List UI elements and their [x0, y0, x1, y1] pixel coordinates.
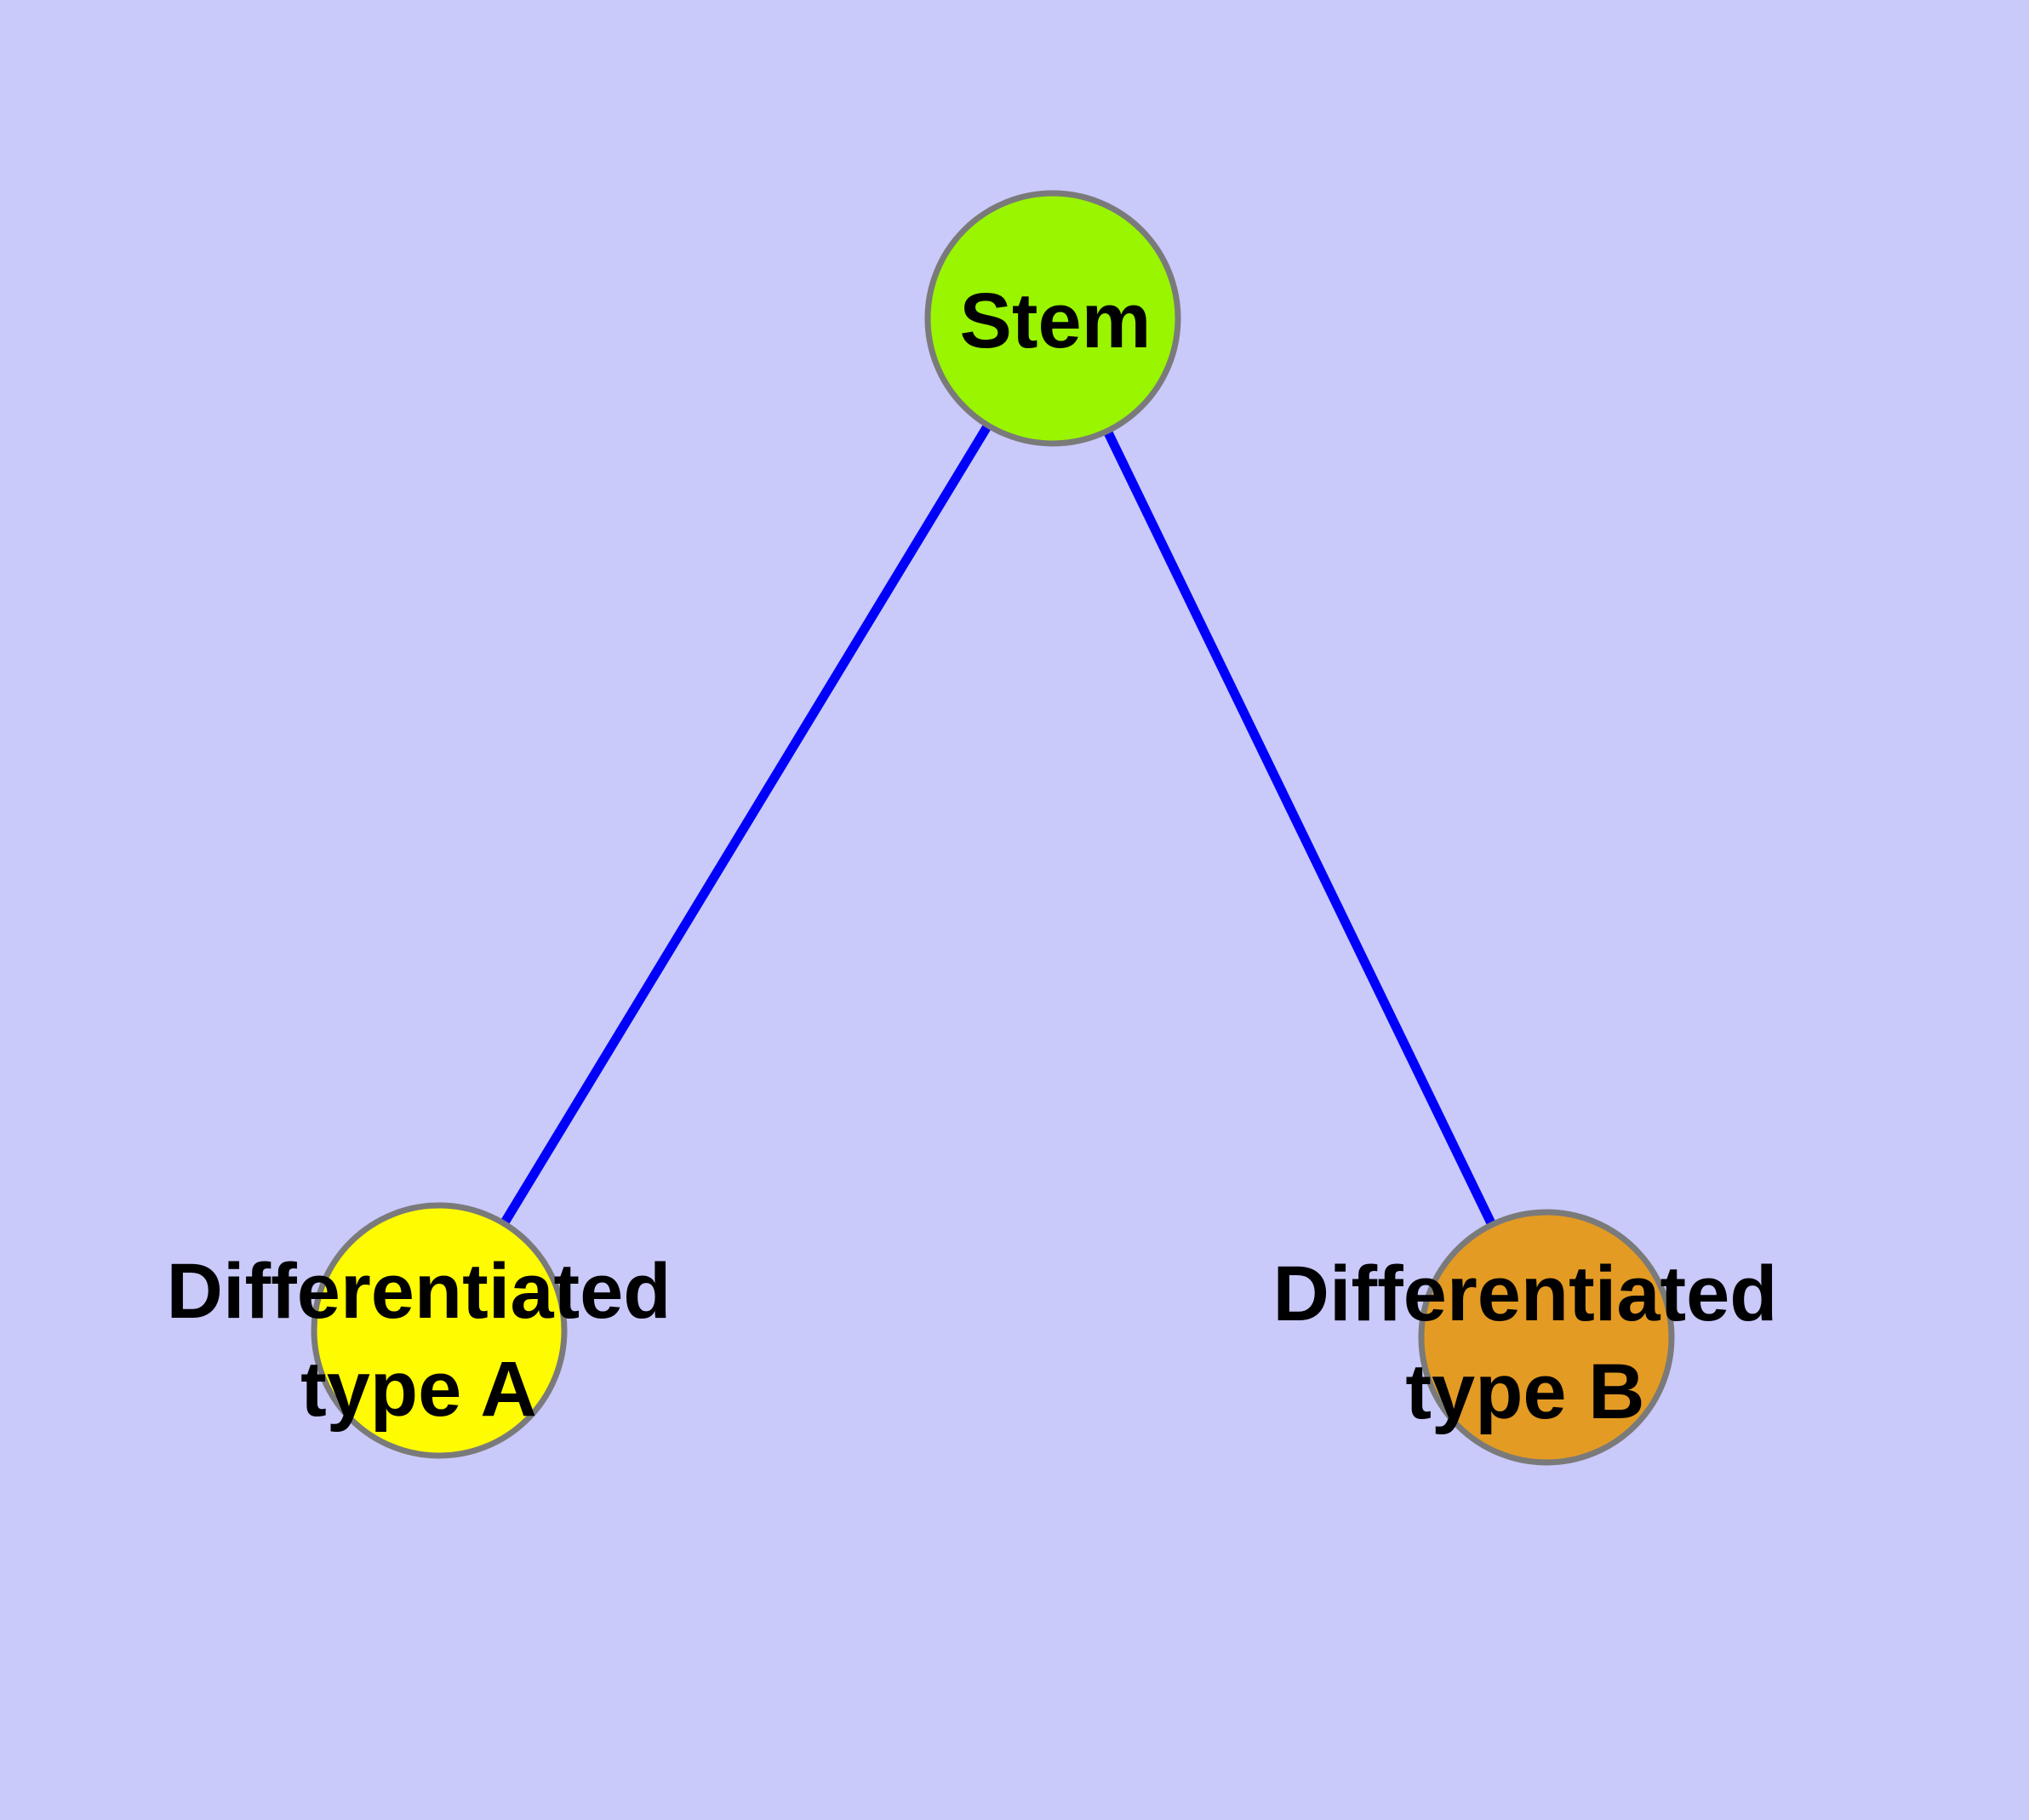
node-label-type-b-line2: type B	[1405, 1348, 1644, 1435]
node-differentiated-type-b	[1418, 1209, 1675, 1466]
node-label-type-b-line1: Differentiated	[1273, 1251, 1778, 1337]
edge-stem-to-type-a	[435, 316, 1057, 1333]
edge-stem-to-type-b	[1049, 316, 1551, 1340]
node-stem	[924, 190, 1181, 447]
node-label-type-a-line1: Differentiated	[167, 1248, 672, 1335]
node-label-type-a-line2: type A	[300, 1346, 537, 1433]
node-label-stem: Stem	[960, 278, 1152, 364]
node-differentiated-type-a	[311, 1202, 568, 1459]
